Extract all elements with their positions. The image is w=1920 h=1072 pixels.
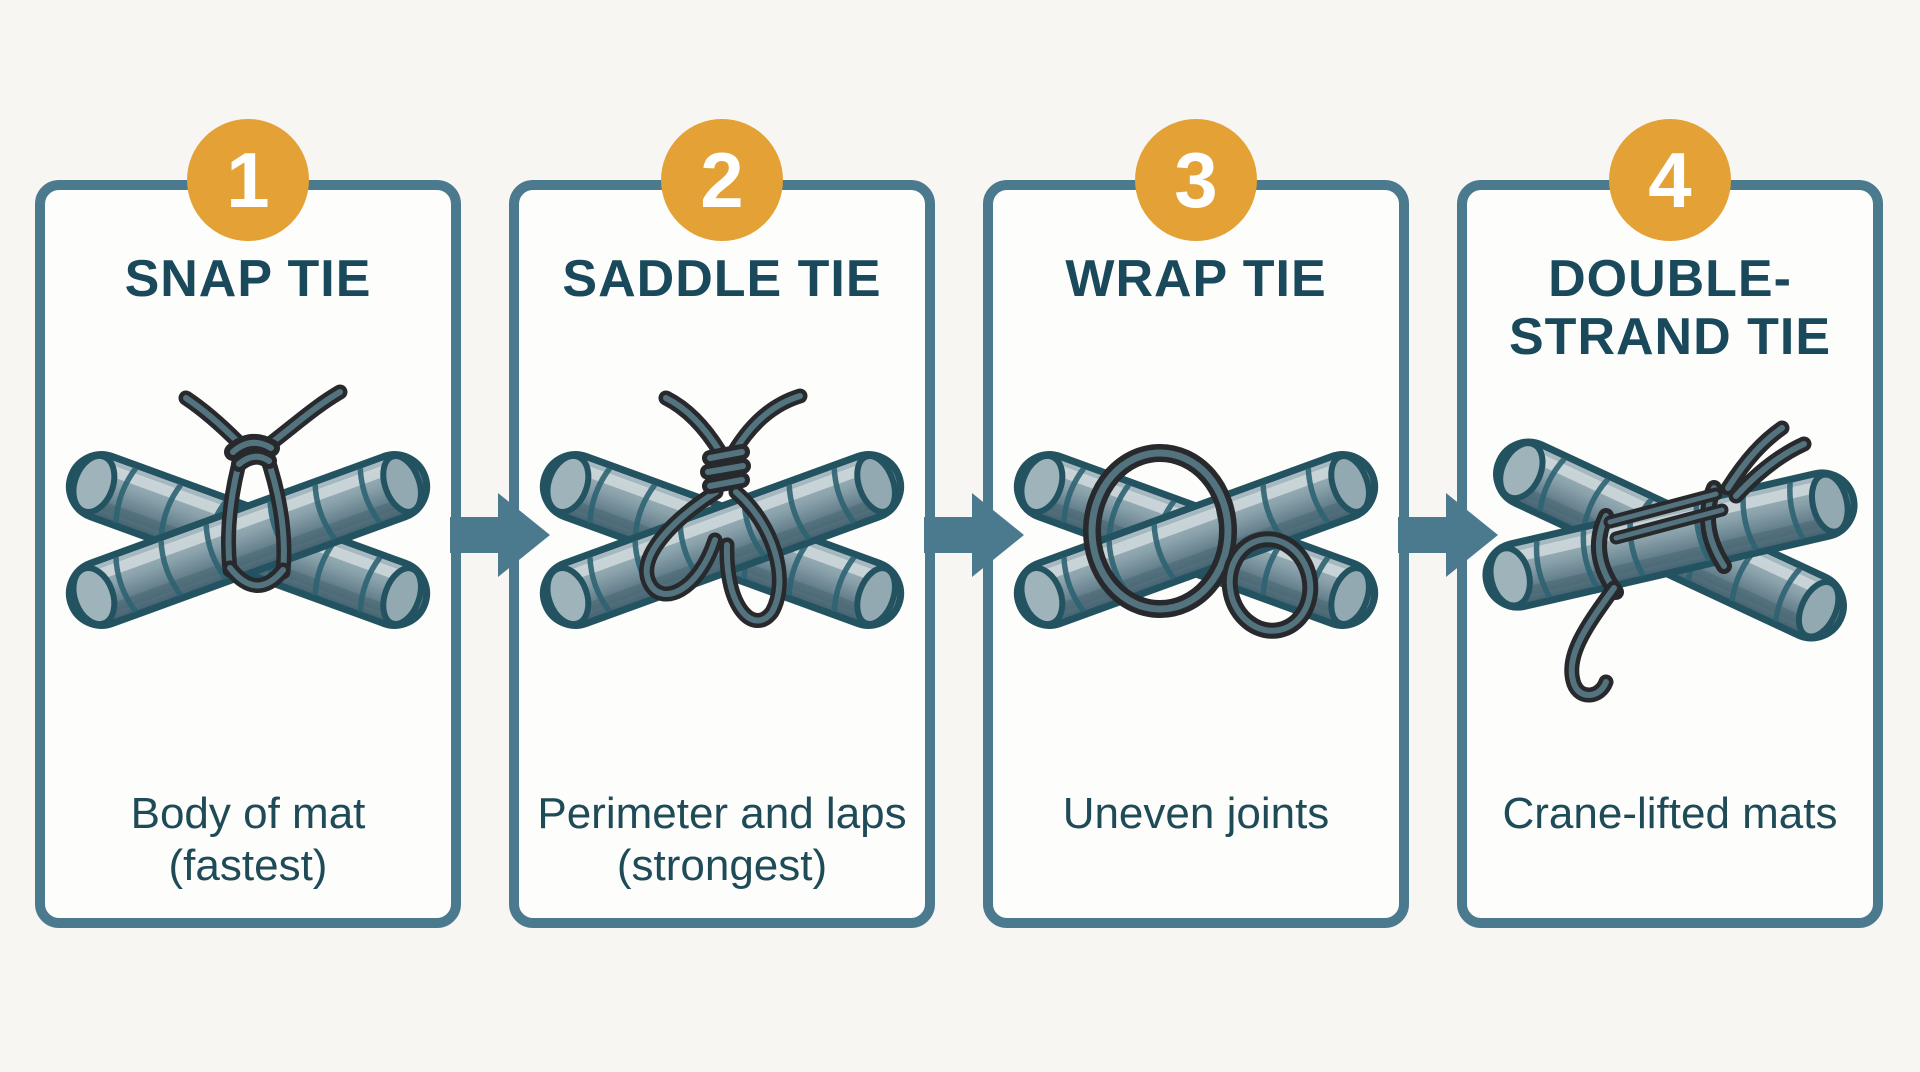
card-snap-tie: 1 SNAP TIE Body of mat (fastest) [35,119,461,928]
arrow-right-icon [1398,493,1498,577]
rebar-cross [60,446,435,635]
step-badge: 2 [661,119,783,241]
card-title: WRAP TIE [1065,250,1327,308]
card-saddle-tie: 2 SADDLE TIE Perimeter and laps (stronge… [509,119,935,928]
card-caption: Crane-lifted mats [1502,789,1838,838]
snap-tie-illustration [48,384,448,740]
wrap-tie-illustration [996,444,1396,639]
card-double-strand-tie: 4 DOUBLE-STRAND TIE Crane-lifted mats [1457,119,1883,928]
step-badge: 3 [1135,119,1257,241]
card-caption: Uneven joints [1062,789,1330,838]
card-caption: Perimeter and laps (strongest) [537,789,907,890]
step-number: 4 [1648,136,1692,224]
card-caption: Body of mat (fastest) [130,789,366,890]
step-number: 2 [700,136,744,224]
step-badge: 1 [187,119,309,241]
wrap-tie-wire-icon [1083,444,1319,639]
card-title: SADDLE TIE [562,250,882,308]
double-strand-tie-illustration [1470,420,1870,703]
card-title: DOUBLE-STRAND TIE [1509,250,1831,367]
step-number: 3 [1174,136,1218,224]
step-number: 1 [226,136,270,224]
card-title: SNAP TIE [124,250,372,308]
card-wrap-tie: 3 WRAP TIE Uneven joints [983,119,1409,928]
saddle-tie-wire-icon [639,388,808,628]
rebar-cross [1480,432,1861,649]
snap-tie-wire-icon [178,384,348,593]
arrow-right-icon [450,493,550,577]
arrow-right-icon [924,493,1024,577]
double-strand-wire-icon [1564,420,1812,703]
step-badge: 4 [1609,119,1731,241]
saddle-tie-illustration [522,388,922,740]
